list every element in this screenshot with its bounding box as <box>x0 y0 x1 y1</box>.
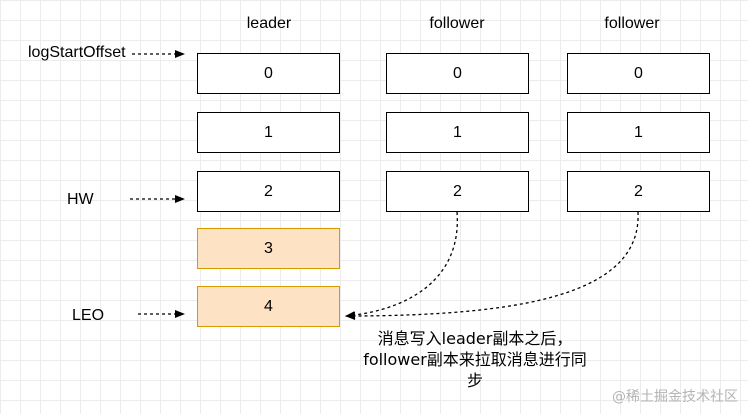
cell-label: 3 <box>264 239 273 257</box>
follower2-fetch-arrow <box>345 211 639 320</box>
hw-label: HW <box>67 191 94 208</box>
follower1-fetch-arrow <box>345 211 458 320</box>
leader-offset-4: 4 <box>197 286 340 327</box>
follower2-offset-0: 0 <box>567 53 710 94</box>
sync-note: 消息写入leader副本之后，follower副本来拉取消息进行同步 <box>363 329 587 390</box>
header-follower-1: follower <box>429 15 485 32</box>
follower2-offset-1: 1 <box>567 112 710 153</box>
leo-label: LEO <box>72 307 105 324</box>
cell-label: 2 <box>634 182 643 200</box>
cell-label: 1 <box>634 123 643 141</box>
leader-offset-3: 3 <box>197 228 340 269</box>
cell-label: 2 <box>264 182 273 200</box>
cell-label: 0 <box>634 64 643 82</box>
follower1-offset-2: 2 <box>386 171 529 212</box>
watermark: @稀土掘金技术社区 <box>612 389 738 405</box>
cell-label: 2 <box>453 182 462 200</box>
leader-offset-1: 1 <box>197 112 340 153</box>
header-leader: leader <box>246 15 292 32</box>
follower1-offset-0: 0 <box>386 53 529 94</box>
cell-label: 0 <box>264 64 273 82</box>
cell-label: 1 <box>453 123 462 141</box>
cell-label: 0 <box>453 64 462 82</box>
log-start-offset-label: logStartOffset <box>28 44 126 61</box>
cell-label: 1 <box>264 123 273 141</box>
follower1-offset-1: 1 <box>386 112 529 153</box>
leader-offset-0: 0 <box>197 53 340 94</box>
leader-offset-2: 2 <box>197 171 340 212</box>
cell-label: 4 <box>264 297 273 315</box>
follower2-offset-2: 2 <box>567 171 710 212</box>
header-follower-2: follower <box>604 15 660 32</box>
